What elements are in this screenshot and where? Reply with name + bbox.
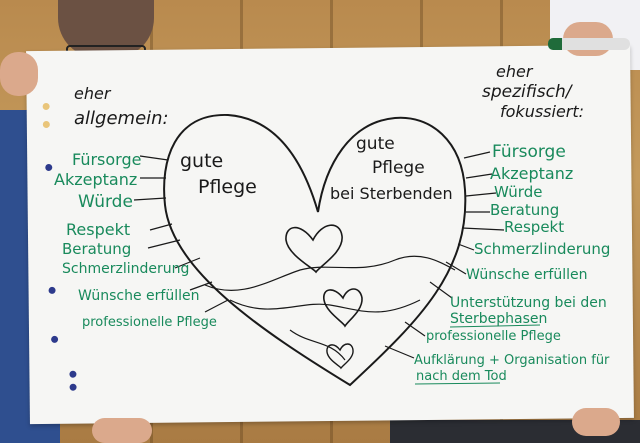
left-item-respekt: Respekt (66, 222, 130, 238)
left-item-akzeptanz: Akzeptanz (54, 172, 137, 188)
left-item-wuerde: Würde (78, 194, 133, 211)
right-item-beratung: Beratung (490, 203, 559, 218)
left-item-professionelle-pflege: professionelle Pflege (82, 316, 217, 329)
header-right-line3: fokussiert: (500, 104, 584, 120)
header-left-line2: allgemein: (74, 110, 169, 128)
right-item-akzeptanz: Akzeptanz (490, 166, 573, 182)
heart-right-title-3: bei Sterbenden (330, 186, 453, 202)
right-item-sterbephasen: Sterbephasen (450, 312, 547, 326)
heart-right-title-2: Pflege (372, 160, 425, 177)
left-item-wuensche: Wünsche erfüllen (78, 289, 199, 303)
right-item-schmerzlinderung: Schmerzlinderung (474, 242, 610, 257)
right-item-nach-dem-tod: nach dem Tod (416, 370, 507, 383)
right-item-aufklaerung: Aufklärung + Organisation für (414, 354, 609, 367)
heart-right-title-1: gute (356, 136, 395, 153)
heart-left-title-2: Pflege (198, 178, 257, 197)
header-right-line1: eher (496, 64, 532, 80)
header-left-line1: eher (74, 86, 110, 102)
inner-heart-1 (286, 225, 342, 272)
right-item-respekt: Respekt (504, 220, 564, 235)
connecting-thread (205, 256, 455, 360)
right-item-wuerde: Würde (494, 185, 542, 200)
left-item-beratung: Beratung (62, 242, 131, 257)
left-item-schmerzlinderung: Schmerzlinderung (62, 262, 189, 276)
left-item-fuersorge: Fürsorge (72, 152, 141, 168)
right-item-fuersorge: Fürsorge (492, 144, 566, 161)
header-right-line2: spezifisch/ (482, 84, 571, 101)
heart-left-title-1: gute (180, 152, 223, 171)
right-item-wuensche: Wünsche erfüllen (466, 268, 587, 282)
right-item-unterstuetzung: Unterstützung bei den (450, 296, 607, 310)
right-item-professionelle-pflege: professionelle Pflege (426, 330, 561, 343)
